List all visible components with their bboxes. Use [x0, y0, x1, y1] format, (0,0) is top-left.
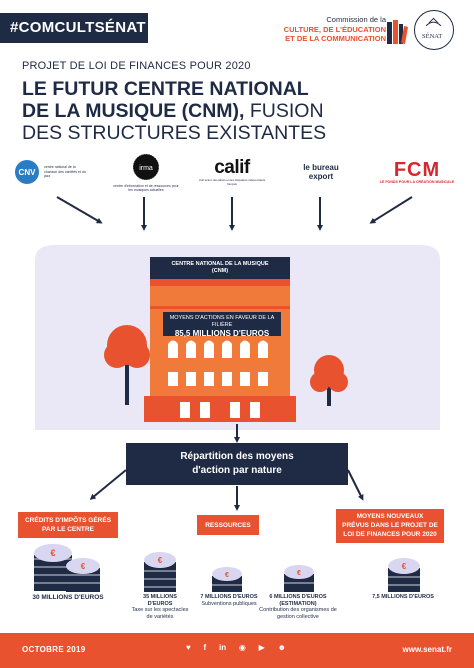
category-moyens-line-2: PRÉVUS DANS LE PROJET DE	[342, 522, 438, 529]
amount-subv: 7 MILLIONS D'EUROS Subventions publiques	[198, 594, 260, 607]
cnm-banner-line-2: (CNM)	[211, 268, 229, 274]
fcm-caption: LE FONDS POUR LA CRÉATION MUSICALE	[379, 179, 455, 184]
senat-logo-text: SÉNAT	[422, 33, 443, 40]
linkedin-icon[interactable]: in	[218, 643, 227, 652]
bureau-export-mark: le bureau export	[303, 163, 339, 181]
pretitle: PROJET DE LOI DE FINANCES POUR 2020	[22, 60, 251, 72]
senat-logo[interactable]: SÉNAT	[414, 10, 454, 50]
title-line-1: LE FUTUR CENTRE NATIONAL	[22, 78, 309, 100]
hashtag-banner: #COMCULTSÉNAT	[0, 13, 148, 43]
category-moyens-nouveaux: MOYENS NOUVEAUX PRÉVUS DANS LE PROJET DE…	[336, 509, 444, 543]
irma-mark-text: irma	[139, 165, 153, 172]
title-line-2-rest: FUSION	[244, 100, 324, 122]
category-credits: CRÉDITS D'IMPÔTS GÉRÉS PAR LE CENTRE	[18, 512, 118, 538]
coin-stack-taxe-icon: €	[144, 552, 176, 592]
amount-gestion-desc: Contribution des organismes de gestion c…	[259, 607, 337, 620]
commission-line-2: ET DE LA COMMUNICATION	[285, 34, 386, 43]
youtube-icon[interactable]: ▶	[258, 643, 265, 652]
logo-calif: calif club action des labels et des disq…	[196, 148, 268, 196]
tree-right-icon	[310, 355, 348, 406]
logo-fcm: FCM LE FONDS POUR LA CRÉATION MUSICALE	[378, 148, 456, 196]
arrow-to-moyens	[347, 469, 364, 501]
irma-caption: centre d'information et de ressources po…	[113, 183, 179, 193]
title-line-2-bold: DE LA MUSIQUE (CNM),	[22, 100, 245, 122]
arrow-from-fcm	[369, 196, 413, 224]
amount-gestion-value: 6 MILLIONS D'EUROS	[269, 594, 327, 600]
logo-bureau-export: le bureau export	[290, 148, 352, 196]
footer: OCTOBRE 2019 ♥ f in ◉ ▶ ☻ www.senat.fr	[0, 633, 474, 668]
svg-text:€: €	[297, 570, 301, 577]
social-links: ♥ f in ◉ ▶ ☻	[186, 643, 286, 652]
snapchat-icon[interactable]: ☻	[277, 643, 286, 652]
cnm-budget: MOYENS D'ACTIONS EN FAVEUR DE LA FILIÈRE…	[163, 312, 281, 338]
cnm-banner-line-1: CENTRE NATIONAL DE LA MUSIQUE	[171, 261, 269, 267]
fcm-mark: FCM	[393, 158, 441, 181]
svg-text:€: €	[158, 556, 163, 565]
cnm-budget-amount: 85,5 MILLIONS D'EUROS	[174, 329, 270, 338]
amount-subv-desc: Subventions publiques	[201, 600, 257, 607]
arrow-from-cnv	[56, 196, 103, 224]
commission-name: Commission de la CULTURE, DE L'ÉDUCATION…	[256, 15, 386, 44]
amount-gestion-estimation: (ESTIMATION)	[279, 600, 317, 607]
building-icon	[144, 276, 296, 422]
instagram-icon[interactable]: ◉	[238, 643, 246, 652]
category-moyens-line-1: MOYENS NOUVEAUX	[356, 513, 424, 520]
cnm-banner: CENTRE NATIONAL DE LA MUSIQUE (CNM)	[150, 257, 290, 279]
cnv-mark-icon: CNV	[15, 160, 39, 184]
arrow-to-credits	[89, 469, 127, 500]
irma-mark-icon: irma	[132, 153, 160, 180]
logo-cnv: CNV centre national de la chanson des va…	[12, 148, 90, 196]
calif-caption: club action des labels et des disquaires…	[198, 177, 266, 187]
books-icon	[387, 20, 408, 44]
footer-date: OCTOBRE 2019	[22, 645, 86, 654]
repartition-box: Répartition des moyens d'action par natu…	[126, 443, 348, 485]
coin-stack-gestion-icon: €	[284, 565, 314, 592]
coin-stack-nouveaux-icon: €	[388, 558, 420, 592]
social-heart-icon[interactable]: ♥	[186, 643, 191, 652]
amount-taxe: 35 MILLIONS D'EUROS Taxe sur les spectac…	[130, 594, 190, 620]
title-line-3: DES STRUCTURES EXISTANTES	[22, 122, 327, 144]
category-ressources: RESSOURCES	[197, 515, 259, 535]
footer-url[interactable]: www.senat.fr	[402, 645, 453, 654]
svg-text:€: €	[402, 562, 407, 571]
commission-line-1: CULTURE, DE L'ÉDUCATION	[283, 24, 386, 34]
logo-irma: irma centre d'information et de ressourc…	[108, 148, 184, 196]
category-moyens-line-3: LOI DE FINANCES POUR 2020	[343, 531, 437, 538]
title-line-2: DE LA MUSIQUE (CNM), FUSION	[22, 100, 324, 122]
repartition-line-1: Répartition des moyens	[180, 451, 294, 462]
svg-text:€: €	[225, 572, 229, 579]
cnv-caption: centre national de la chanson des variét…	[44, 165, 86, 179]
coin-stack-credits-icon: € €	[34, 544, 100, 592]
cnv-mark-text: CNV	[19, 168, 37, 177]
repartition-line-2: d'action par nature	[192, 465, 282, 476]
svg-text:€: €	[50, 548, 55, 558]
facebook-icon[interactable]: f	[203, 643, 207, 652]
amount-gestion: 6 MILLIONS D'EUROS (ESTIMATION) Contribu…	[258, 594, 338, 620]
amount-subv-value: 7 MILLIONS D'EUROS	[200, 594, 258, 600]
tree-left-icon	[104, 325, 150, 405]
calif-mark: calif	[214, 156, 250, 178]
amount-nouveaux: 7,5 MILLIONS D'EUROS	[372, 594, 434, 600]
svg-text:€: €	[81, 562, 86, 571]
cnm-budget-label: MOYENS D'ACTIONS EN FAVEUR DE LA FILIÈRE	[169, 315, 275, 328]
amount-taxe-desc: Taxe sur les spectacles de variétés	[131, 607, 189, 620]
commission-line-0: Commission de la	[326, 15, 386, 24]
coin-stack-subv-icon: €	[212, 567, 242, 592]
senat-emblem-icon	[425, 17, 442, 27]
amount-taxe-value: 35 MILLIONS D'EUROS	[143, 594, 177, 607]
amount-credits: 30 MILLIONS D'EUROS	[32, 594, 104, 601]
